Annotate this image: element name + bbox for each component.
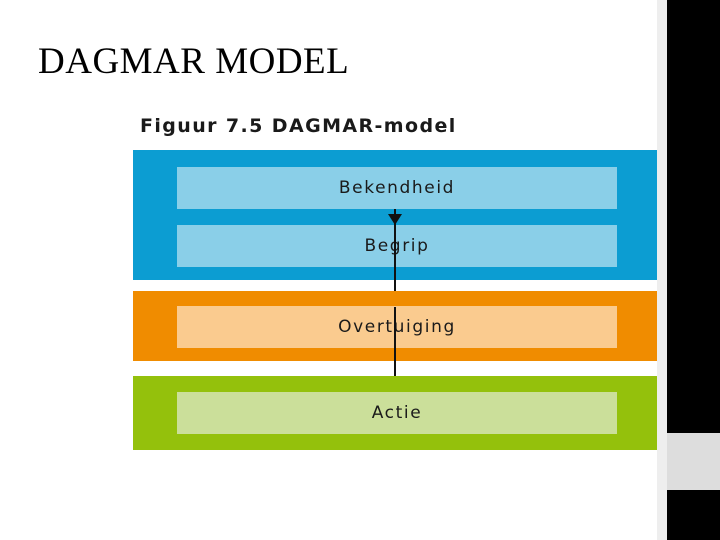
band-cognitive: Bekendheid Begrip — [133, 150, 657, 280]
stage-label-bekendheid: Bekendheid — [338, 178, 456, 198]
stage-box-bekendheid: Bekendheid — [177, 167, 617, 209]
stage-box-actie: Actie — [177, 392, 617, 434]
right-black-bar-bottom — [667, 490, 720, 540]
stage-label-begrip: Begrip — [364, 236, 430, 256]
band-conative: Actie — [133, 376, 657, 450]
right-edge-strip — [657, 0, 667, 540]
stage-box-overtuiging: Overtuiging — [177, 306, 617, 348]
dagmar-figure: Figuur 7.5 DAGMAR-model Bekendheid Begri… — [133, 105, 657, 450]
right-gray-gap — [667, 433, 720, 490]
right-black-bar-top — [667, 0, 720, 433]
stage-label-actie: Actie — [371, 403, 423, 423]
arrow-head-icon — [388, 214, 402, 225]
stage-box-begrip: Begrip — [177, 225, 617, 267]
arrow-shaft — [394, 209, 396, 215]
stage-label-overtuiging: Overtuiging — [338, 317, 456, 337]
page-title: DAGMAR MODEL — [38, 41, 350, 82]
figure-caption: Figuur 7.5 DAGMAR-model — [140, 115, 457, 137]
arrow-shaft — [394, 222, 396, 296]
arrow-shaft — [394, 307, 396, 382]
